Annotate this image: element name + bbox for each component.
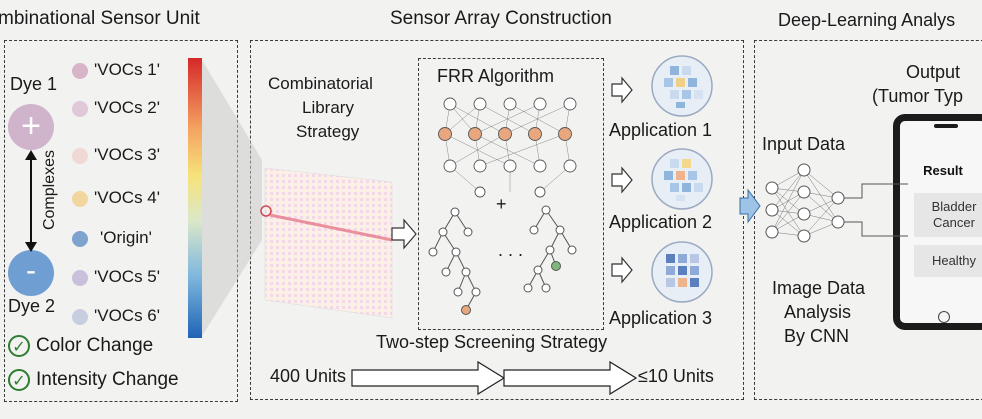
frr-label: FRR Algorithm bbox=[437, 66, 555, 86]
analysis-line-1: Image Data bbox=[772, 278, 866, 298]
voc-dot-4 bbox=[72, 191, 88, 207]
application-3-icon bbox=[651, 241, 713, 303]
screening-arrow-2 bbox=[503, 360, 638, 396]
array-origin-marker bbox=[260, 205, 272, 217]
complexes-arrow-head-down bbox=[25, 242, 37, 252]
voc-label-3: 'VOCs 3' bbox=[94, 145, 161, 164]
array-title: Sensor Array Construction bbox=[390, 8, 612, 29]
check-color-change: ✓ Color Change bbox=[8, 335, 153, 357]
frr-network bbox=[444, 103, 571, 193]
colorbar bbox=[188, 58, 202, 338]
strategy-line-2: Library bbox=[302, 98, 354, 117]
units-start-label: 400 Units bbox=[270, 366, 347, 386]
voc-label-5: 'VOCs 5' bbox=[94, 267, 161, 286]
voc-dot-3 bbox=[72, 148, 88, 164]
voc-dot-6 bbox=[72, 309, 88, 325]
voc-dot-origin bbox=[72, 231, 88, 247]
plus-sign: + bbox=[496, 194, 507, 214]
voc-dot-5 bbox=[72, 270, 88, 286]
voc-label-6: 'VOCs 6' bbox=[94, 306, 161, 325]
phone-result: Result bbox=[923, 163, 963, 178]
array-to-cnn-arrow bbox=[739, 188, 761, 224]
decision-tree-right bbox=[523, 205, 577, 293]
analysis-line-3: By CNN bbox=[784, 326, 850, 346]
input-data-label: Input Data bbox=[762, 134, 846, 154]
two-step-label: Two-step Screening Strategy bbox=[376, 332, 608, 352]
projection-cone bbox=[202, 60, 262, 336]
app2-arrow bbox=[611, 166, 633, 194]
application-3-label: Application 3 bbox=[609, 308, 713, 328]
app1-arrow bbox=[611, 76, 633, 104]
units-end-label: ≤10 Units bbox=[638, 366, 714, 386]
strategy-line-1: Combinatorial bbox=[268, 74, 373, 93]
frr-subpanel bbox=[418, 58, 604, 330]
voc-label-origin: 'Origin' bbox=[100, 228, 152, 247]
application-1-icon bbox=[651, 55, 713, 117]
check-icon: ✓ bbox=[8, 335, 30, 357]
application-1-label: Application 1 bbox=[609, 120, 713, 140]
phone-healthy-box: Healthy bbox=[914, 245, 982, 277]
app3-arrow bbox=[611, 256, 633, 284]
sensor-array-grid bbox=[264, 167, 393, 319]
dye2-label: Dye 2 bbox=[8, 296, 56, 316]
ellipsis: . . . bbox=[498, 240, 524, 260]
complexes-arrow-head-up bbox=[25, 150, 37, 160]
minus-circle: - bbox=[8, 250, 54, 296]
decision-tree-left bbox=[428, 207, 481, 315]
output-line-1: Output bbox=[906, 62, 961, 82]
cnn-nodes bbox=[765, 163, 845, 243]
phone-home-button bbox=[938, 311, 950, 323]
cnn-network bbox=[771, 169, 839, 237]
voc-dot-2 bbox=[72, 101, 88, 117]
voc-label-2: 'VOCs 2' bbox=[94, 98, 161, 117]
output-line-2: (Tumor Typ bbox=[872, 86, 964, 106]
phone: Result Bladder Cancer Healthy bbox=[893, 114, 982, 330]
screening-arrow-1 bbox=[351, 360, 506, 396]
plus-circle: + bbox=[8, 104, 54, 150]
dye1-label: Dye 1 bbox=[10, 74, 58, 94]
phone-cancer-line-1: Bladder bbox=[931, 199, 977, 214]
check-intensity-label: Intensity Change bbox=[36, 369, 179, 391]
strategy-line-3: Strategy bbox=[296, 122, 360, 141]
sensor-unit-title: mbinational Sensor Unit bbox=[0, 8, 200, 29]
deep-panel bbox=[754, 40, 982, 400]
array-to-frr-arrow bbox=[391, 218, 417, 250]
phone-healthy: Healthy bbox=[931, 253, 977, 268]
frr-nodes bbox=[438, 97, 577, 198]
voc-dot-1 bbox=[72, 63, 88, 79]
application-2-icon bbox=[651, 148, 713, 210]
cnn-to-phone-lines bbox=[844, 183, 908, 237]
phone-notch bbox=[934, 124, 958, 128]
voc-label-1: 'VOCs 1' bbox=[94, 60, 161, 79]
check-intensity-change: ✓ Intensity Change bbox=[8, 369, 179, 391]
deep-learning-title: Deep-Learning Analys bbox=[778, 10, 956, 30]
analysis-line-2: Analysis bbox=[784, 302, 852, 322]
voc-label-4: 'VOCs 4' bbox=[94, 188, 161, 207]
phone-cancer-box: Bladder Cancer bbox=[914, 193, 982, 237]
application-2-label: Application 2 bbox=[609, 212, 713, 232]
check-icon: ✓ bbox=[8, 369, 30, 391]
phone-cancer-line-2: Cancer bbox=[933, 215, 975, 230]
check-color-label: Color Change bbox=[36, 335, 154, 357]
